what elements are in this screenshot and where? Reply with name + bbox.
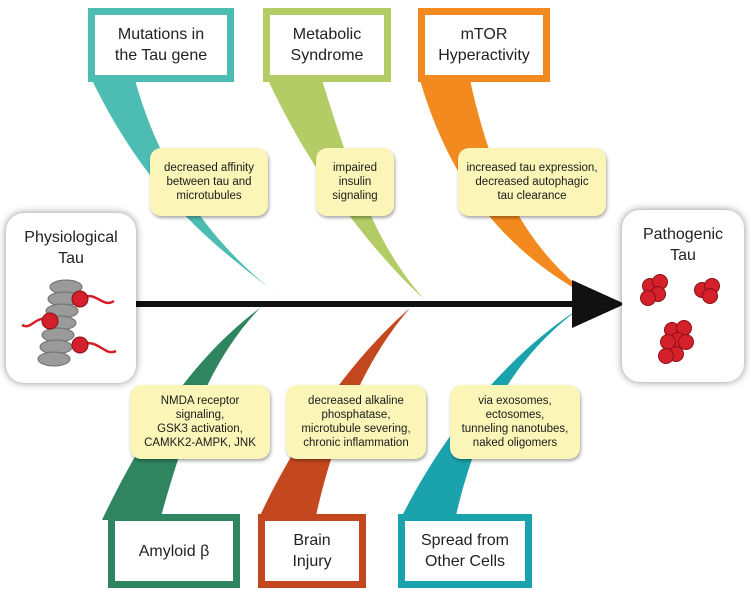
tau-aggregates-icon [640, 274, 720, 364]
cause-mutations-tau-gene: Mutations in the Tau gene [88, 8, 234, 82]
main-arrow-head [572, 280, 625, 328]
mtor-ribbon [420, 80, 595, 300]
pathogenic-tau-card: Pathogenic Tau [622, 210, 744, 382]
cause-spread-from-other-cells: Spread from Other Cells [398, 514, 532, 588]
cause-metabolic-syndrome: Metabolic Syndrome [263, 8, 391, 82]
cause-brain-injury: Brain Injury [258, 514, 366, 588]
note-mutations: decreased affinity between tau and micro… [150, 148, 268, 216]
cause-amyloid-beta: Amyloid β [108, 514, 240, 588]
note-mtor: increased tau expression, decreased auto… [458, 148, 606, 216]
physiological-tau-card: Physiological Tau [6, 213, 136, 383]
bound-tau-icon [21, 290, 117, 354]
microtubule-with-tau-icon [21, 279, 117, 367]
note-spread: via exosomes, ectosomes, tunneling nanot… [450, 385, 580, 459]
pathogenic-tau-title: Pathogenic Tau [642, 226, 724, 264]
note-amyloid: NMDA receptor signaling, GSK3 activation… [130, 385, 270, 459]
tau-oligomer-icon [640, 274, 720, 364]
note-brain-injury: decreased alkaline phosphatase, microtub… [286, 385, 426, 459]
note-metabolic: impaired insulin signaling [316, 148, 394, 216]
cause-mtor-hyperactivity: mTOR Hyperactivity [418, 8, 550, 82]
physiological-tau-title: Physiological Tau [24, 229, 118, 267]
mutations-ribbon [92, 80, 285, 300]
